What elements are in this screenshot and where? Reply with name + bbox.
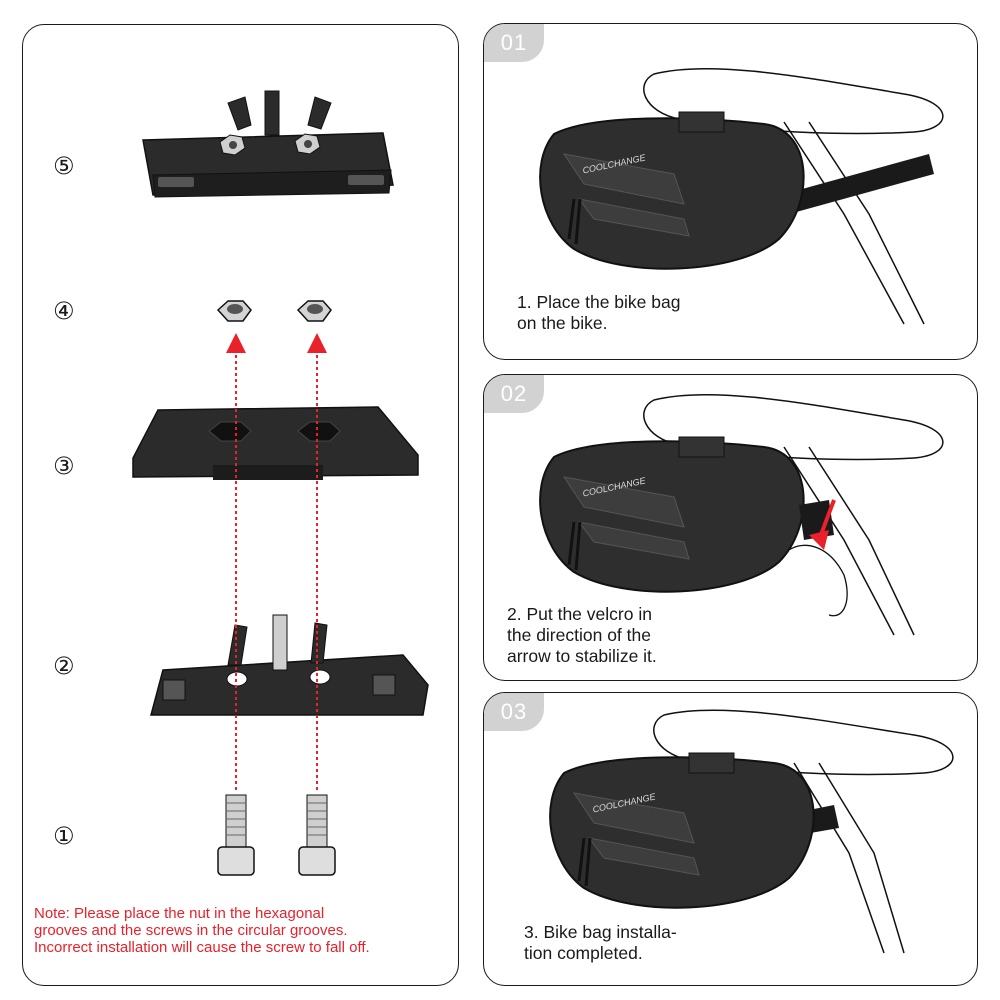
step-3-panel: 03 3. Bike bag installa- tion completed.… xyxy=(483,692,978,986)
top-plate xyxy=(132,406,419,480)
step-2-panel: 02 2. Put the velcro in the direction of… xyxy=(483,374,978,681)
step-number-2: ② xyxy=(53,652,75,680)
step-2-badge: 02 xyxy=(484,375,544,413)
step-number-3: ③ xyxy=(53,452,75,480)
assembled-mount xyxy=(142,90,394,198)
screws xyxy=(217,794,336,876)
step-1-badge: 01 xyxy=(484,24,544,62)
step-2-illustration xyxy=(539,393,944,636)
step-1-text: 1. Place the bike bag on the bike. xyxy=(517,292,681,333)
step-1-panel: 01 1. Place the bike bag on the bike. CO… xyxy=(483,23,978,360)
hex-nuts xyxy=(216,300,332,322)
assembly-illustration xyxy=(132,90,429,876)
step-3-text: 3. Bike bag installa- tion completed. xyxy=(524,922,677,963)
step-3-badge: 03 xyxy=(484,693,544,731)
installation-note: Note: Please place the nut in the hexago… xyxy=(34,905,370,956)
bottom-bracket xyxy=(150,614,429,716)
step-number-4: ④ xyxy=(53,297,75,325)
assembly-panel: ⑤ ④ ③ ② ① xyxy=(22,24,459,986)
step-number-5: ⑤ xyxy=(53,152,75,180)
assembly-arrows xyxy=(226,333,327,790)
step-2-text: 2. Put the velcro in the direction of th… xyxy=(507,604,657,666)
step-1-illustration xyxy=(539,67,944,325)
step-3-illustration xyxy=(549,709,954,954)
step-number-1: ① xyxy=(53,822,75,850)
